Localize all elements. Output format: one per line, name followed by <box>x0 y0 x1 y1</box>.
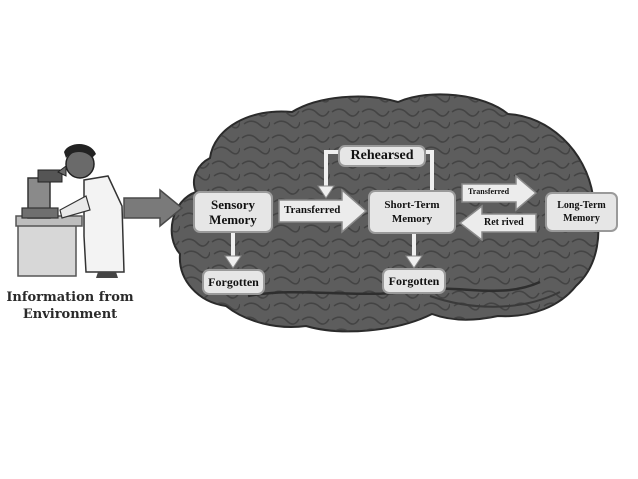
short-term-memory-box: Short-Term Memory <box>368 190 456 234</box>
source-caption: Information from Environment <box>4 289 136 323</box>
retrieved-arrow <box>458 204 537 242</box>
long-term-memory-line-1: Long-Term <box>557 200 606 211</box>
rehearsed-label: Rehearsed <box>350 148 414 163</box>
source-caption-line-2: Environment <box>22 307 118 322</box>
short-term-memory-line-2: Memory <box>391 213 433 225</box>
stm-forgotten-box: Forgotten <box>382 268 446 294</box>
long-term-memory-line-2: Memory <box>563 213 600 224</box>
long-term-memory-box: Long-Term Memory <box>545 192 618 232</box>
sensory-forgotten-label: Forgotten <box>208 274 259 289</box>
scientist-illustration <box>15 144 125 278</box>
transferred-to-stm-label: Transferred <box>284 204 341 216</box>
rehearsed-arrowhead <box>317 185 335 199</box>
rehearsed-box: Rehearsed <box>338 145 426 167</box>
sensory-memory-line-1: Sensory <box>210 197 256 212</box>
transferred-to-stm-arrow <box>278 188 368 234</box>
short-term-memory-line-1: Short-Term <box>384 199 440 211</box>
input-flow-arrow <box>123 188 184 228</box>
transferred-to-ltm-label: Transferred <box>468 187 510 196</box>
sensory-forgotten-arrowhead <box>224 255 242 269</box>
retrieved-label: Ret rived <box>484 217 524 228</box>
sensory-memory-line-2: Memory <box>209 212 257 227</box>
source-caption-line-1: Information from <box>6 290 134 305</box>
sensory-memory-box: Sensory Memory <box>193 191 273 233</box>
transferred-to-ltm-arrow <box>461 174 538 212</box>
stm-forgotten-arrowhead <box>405 255 423 269</box>
stm-forgotten-label: Forgotten <box>388 273 440 288</box>
sensory-forgotten-box: Forgotten <box>202 269 265 295</box>
